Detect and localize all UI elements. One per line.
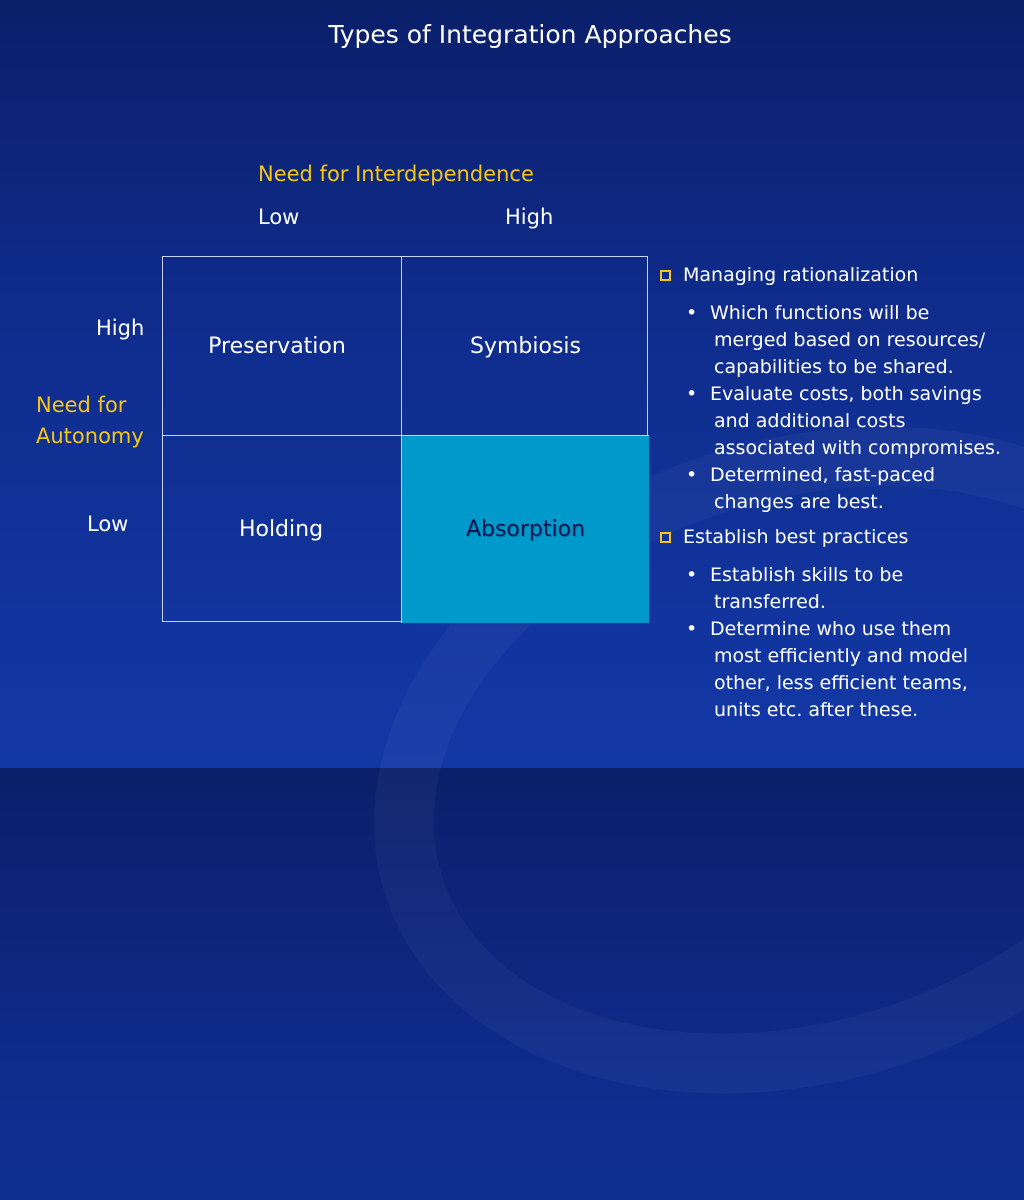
right-panel: Managing rationalization • Which functio… xyxy=(660,264,1020,734)
x-axis-title: Need for Interdependence xyxy=(258,162,534,186)
bullet-line: Determine who use them xyxy=(710,618,952,640)
bullet-item: • Determined, fast-paced changes are bes… xyxy=(660,462,1020,516)
bullet-line: changes are best. xyxy=(714,491,884,513)
bullet-line: Establish skills to be xyxy=(710,564,904,586)
bullet-dot-icon: • xyxy=(686,464,698,486)
bullet-line: transferred. xyxy=(714,591,826,613)
checkbox-bullet-icon xyxy=(660,269,671,281)
section-heading: Establish best practices xyxy=(660,526,1020,548)
x-axis-high-label: High xyxy=(505,205,554,229)
section-establish-best-practices: Establish best practices • Establish ski… xyxy=(660,526,1020,724)
section-heading: Managing rationalization xyxy=(660,264,1020,286)
x-axis-low-label: Low xyxy=(258,205,300,229)
bullet-line: merged based on resources/ xyxy=(714,329,986,351)
bullet-dot-icon: • xyxy=(686,618,698,640)
y-axis-low-label: Low xyxy=(87,512,129,536)
bullet-line: units etc. after these. xyxy=(714,699,919,721)
bullet-dot-icon: • xyxy=(686,564,698,586)
y-axis-high-label: High xyxy=(96,316,145,340)
section-heading-text: Managing rationalization xyxy=(683,264,919,286)
bullet-line: most efficiently and model xyxy=(714,645,968,667)
bullet-line: Determined, fast-paced xyxy=(710,464,936,486)
bullet-dot-icon: • xyxy=(686,302,698,324)
bullet-item: • Determine who use them most efficientl… xyxy=(660,616,1020,724)
cell-holding-label: Holding xyxy=(238,517,324,542)
section-managing-rationalization: Managing rationalization • Which functio… xyxy=(660,264,1020,516)
cell-symbiosis: Symbiosis xyxy=(402,257,649,436)
bullet-item: • Evaluate costs, both savings and addit… xyxy=(660,381,1020,462)
bullet-line: associated with compromises. xyxy=(714,437,1001,459)
bullet-line: capabilities to be shared. xyxy=(714,356,954,378)
cell-holding: Holding xyxy=(163,436,402,623)
y-axis-title-line1: Need for xyxy=(36,393,127,417)
checkbox-bullet-icon xyxy=(660,531,671,543)
bullet-item: • Establish skills to be transferred. xyxy=(660,562,1020,616)
cell-absorption: Absorption xyxy=(402,436,649,623)
y-axis-title-line2: Autonomy xyxy=(36,424,144,448)
bullet-dot-icon: • xyxy=(686,383,698,405)
cell-preservation-label: Preservation xyxy=(208,333,346,359)
cell-symbiosis-label: Symbiosis xyxy=(470,333,581,359)
cell-preservation: Preservation xyxy=(163,257,402,436)
bullet-line: and additional costs xyxy=(714,410,906,432)
bullet-item: • Which functions will be merged based o… xyxy=(660,300,1020,381)
slide-title: Types of Integration Approaches xyxy=(328,20,732,49)
cell-absorption-label: Absorption xyxy=(465,517,586,542)
bullet-line: Which functions will be xyxy=(710,302,930,324)
bullet-line: Evaluate costs, both savings xyxy=(710,383,982,405)
section-heading-text: Establish best practices xyxy=(683,526,909,548)
integration-matrix: Preservation Symbiosis Holding Absorptio… xyxy=(162,256,649,623)
bullet-line: other, less efficient teams, xyxy=(714,672,968,694)
